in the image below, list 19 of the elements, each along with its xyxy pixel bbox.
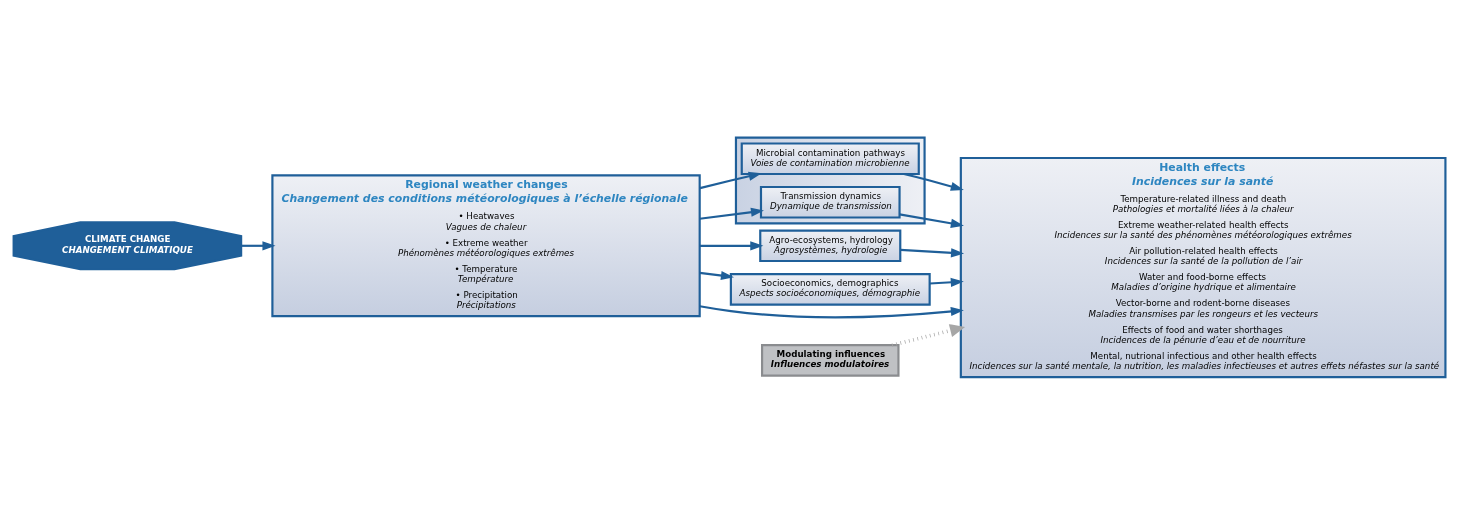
arrow xyxy=(900,247,965,257)
arrow xyxy=(699,304,964,318)
arrow xyxy=(699,207,765,220)
node-box: Modulating influences Influences modulatoires xyxy=(761,343,900,377)
arrow xyxy=(241,240,276,250)
node-box: Agro-ecosystems, hydrology Agrosystèmes, hydrologie xyxy=(759,228,902,262)
node-box: Socioeconomics, demographics Aspects socioéconomiques, démographie xyxy=(729,272,931,306)
arrow xyxy=(929,277,964,287)
arrow xyxy=(699,171,762,189)
arrow xyxy=(903,172,964,191)
node-box: Microbial contamination pathways Voies de contamination microbienne xyxy=(740,141,920,175)
arrow xyxy=(699,270,735,280)
arrow xyxy=(899,212,964,228)
arrow xyxy=(699,240,764,250)
node-box: Regional weather changes Changement des conditions météorologiques à l’échelle régionale • Heatwaves Vagues de chaleur • Extreme weather Phénomènes météorologiques extrêmes • Temperature Température • Precipitation Précipitations xyxy=(271,173,701,317)
cluster xyxy=(734,136,926,224)
node-box: Transmission dynamics Dynamique de transmission xyxy=(759,185,901,219)
arrow xyxy=(891,323,966,347)
node-box: Health effects Incidences sur la santé Temperature-related illness and death Pathologies et mortalité liées à la chaleur Extreme weather-related health effects Incidences sur la santé des phénomènes météorologiques extrêmes Air pollution-related health effects Incidences sur la santé de la pollution de l’air Water and food-borne effects Maladies d’origine hydrique et alimentaire Vector-borne and rodent-borne diseases Maladies transmises par les rongeurs et les vecteurs Effects of food and water shorthages Incidences de la pénurie d’eau et de nourriture Mental, nutrional infectious and other health effects Incidences sur la santé mentale, la nutrition, les maladies infectieuses et autres effets néfastes sur la santé xyxy=(959,156,1447,378)
